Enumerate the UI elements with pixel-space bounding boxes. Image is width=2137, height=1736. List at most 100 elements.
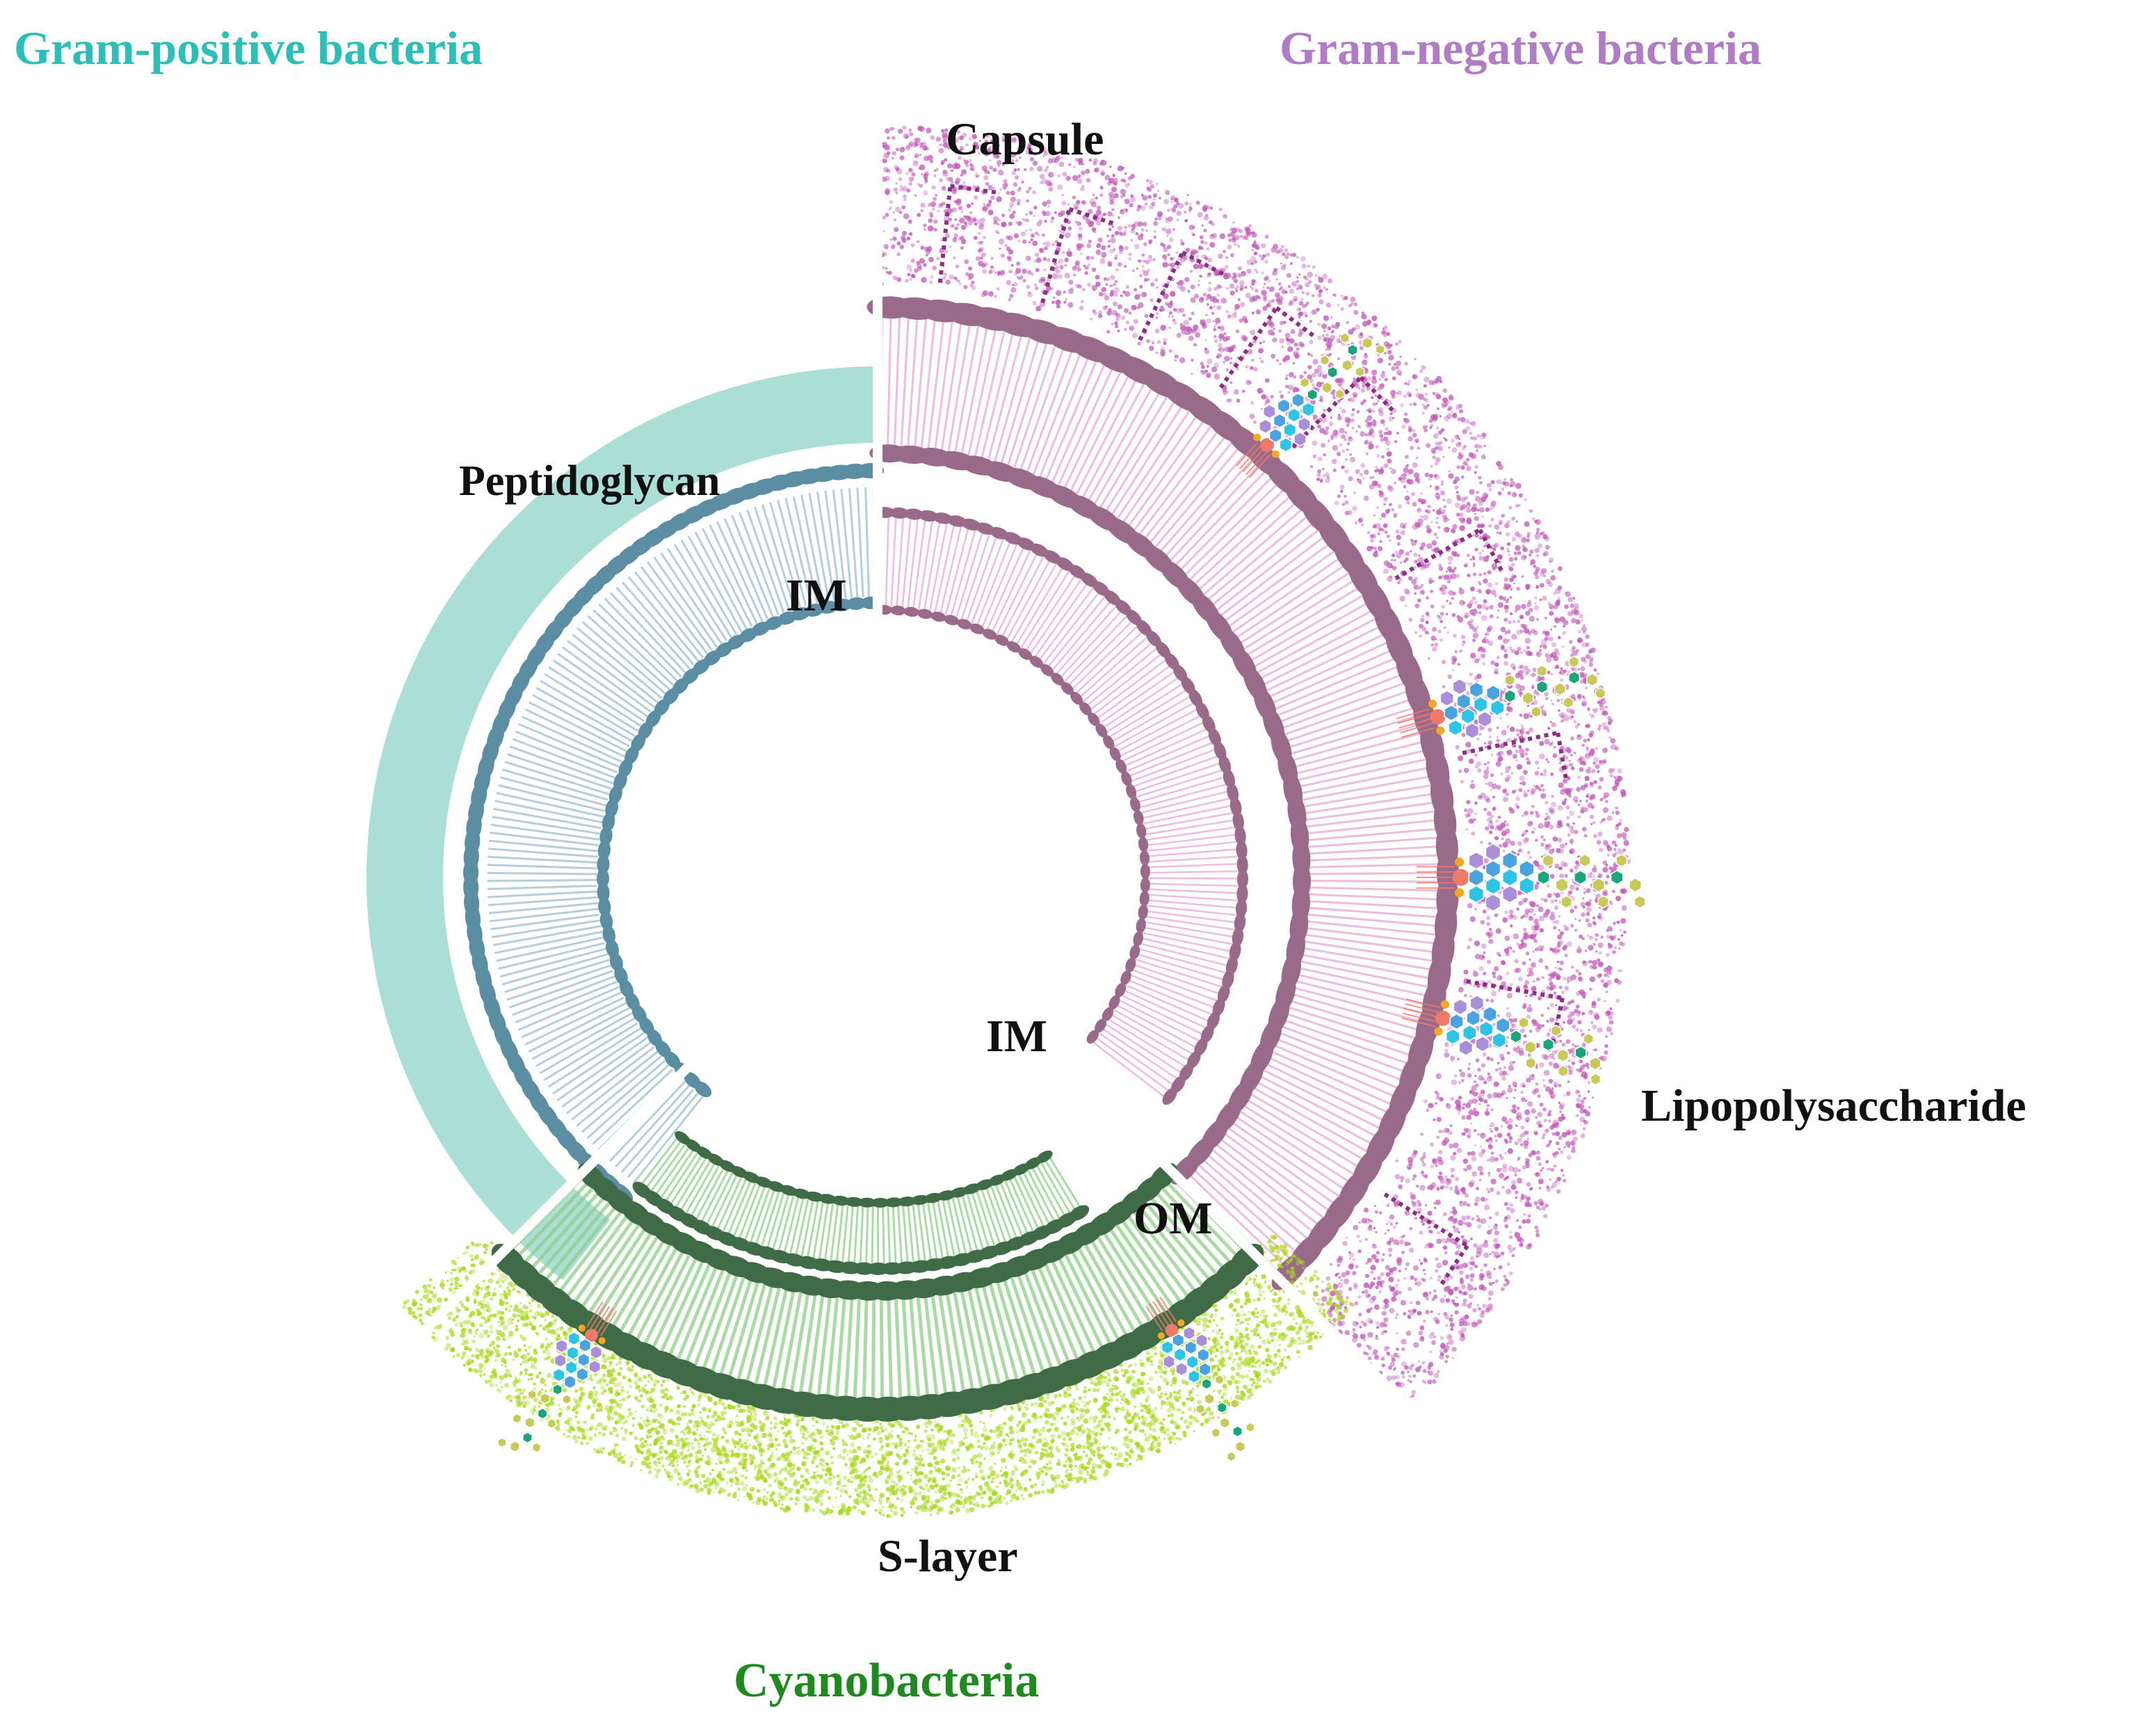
capsule-dot bbox=[1504, 1224, 1509, 1228]
capsule-dot bbox=[1211, 366, 1218, 373]
capsule-dot bbox=[1526, 538, 1530, 542]
capsule-dot bbox=[1434, 462, 1439, 466]
capsule-dot bbox=[892, 136, 896, 140]
capsule-dot bbox=[1420, 1219, 1424, 1224]
capsule-dot bbox=[1334, 501, 1339, 505]
capsule-dot bbox=[1417, 508, 1422, 513]
capsule-dot bbox=[1168, 315, 1170, 318]
capsule-dot bbox=[1374, 394, 1377, 397]
capsule-dot bbox=[1259, 254, 1262, 258]
capsule-dot bbox=[1453, 1302, 1459, 1308]
capsule-dot bbox=[1289, 289, 1295, 294]
capsule-dot bbox=[1590, 1010, 1593, 1013]
capsule-dot bbox=[1385, 530, 1388, 534]
capsule-dot bbox=[1025, 255, 1031, 261]
capsule-dot bbox=[1486, 916, 1491, 920]
capsule-dot bbox=[1149, 259, 1152, 262]
capsule-dot bbox=[1471, 504, 1476, 508]
capsule-dot bbox=[1280, 265, 1287, 270]
capsule-dot bbox=[1503, 660, 1509, 666]
capsule-dot bbox=[1255, 289, 1259, 293]
capsule-dot bbox=[1454, 1074, 1458, 1078]
capsule-dot bbox=[1373, 419, 1376, 422]
capsule-dot bbox=[1096, 243, 1102, 248]
capsule-dot bbox=[1226, 286, 1229, 290]
gp-lipid-tail bbox=[502, 768, 608, 801]
capsule-dot bbox=[1451, 1299, 1455, 1304]
capsule-dot bbox=[1419, 1365, 1422, 1368]
capsule-dot bbox=[1465, 1274, 1470, 1279]
capsule-dot bbox=[894, 218, 896, 222]
capsule-dot bbox=[1086, 243, 1092, 249]
capsule-dot bbox=[1591, 959, 1598, 966]
capsule-dot bbox=[1479, 1097, 1485, 1103]
capsule-dot bbox=[1323, 330, 1326, 332]
capsule-dot bbox=[1507, 1087, 1513, 1093]
capsule-dot bbox=[1391, 469, 1396, 474]
capsule-dot bbox=[1519, 1243, 1523, 1247]
capsule-dot bbox=[1165, 190, 1170, 195]
capsule-dot bbox=[1108, 240, 1111, 243]
capsule-dot bbox=[1460, 1333, 1465, 1338]
capsule-dot bbox=[1518, 900, 1523, 906]
capsule-dot bbox=[1504, 1151, 1507, 1154]
capsule-dot bbox=[1011, 170, 1016, 176]
capsule-dot bbox=[1056, 269, 1061, 274]
capsule-dot bbox=[1561, 720, 1563, 723]
capsule-dot bbox=[892, 243, 896, 248]
capsule-dot bbox=[1493, 966, 1499, 972]
capsule-dot bbox=[1143, 260, 1145, 263]
capsule-dot bbox=[1177, 283, 1183, 289]
capsule-dot bbox=[1348, 476, 1353, 482]
capsule-dot bbox=[1437, 629, 1442, 634]
capsule-dot bbox=[1293, 375, 1297, 379]
capsule-dot bbox=[1535, 553, 1540, 558]
capsule-dot bbox=[1602, 710, 1606, 715]
capsule-dot bbox=[1355, 430, 1358, 432]
capsule-dot bbox=[929, 227, 933, 232]
capsule-dot bbox=[1282, 321, 1287, 325]
capsule-dot bbox=[1425, 631, 1430, 635]
capsule-dot bbox=[1045, 211, 1051, 217]
capsule-dot bbox=[1578, 972, 1582, 976]
capsule-dot bbox=[1530, 788, 1536, 794]
capsule-dot bbox=[1533, 571, 1538, 576]
capsule-dot bbox=[1090, 255, 1095, 260]
capsule-dot bbox=[1526, 760, 1531, 765]
capsule-dot bbox=[1506, 1007, 1509, 1009]
capsule-dot bbox=[1517, 1046, 1520, 1049]
capsule-dot bbox=[1505, 838, 1511, 844]
capsule-dot bbox=[1470, 1122, 1473, 1125]
capsule-dot bbox=[1378, 407, 1384, 413]
capsule-dot bbox=[1507, 1073, 1510, 1076]
capsule-dot bbox=[1591, 768, 1596, 774]
capsule-dot bbox=[1125, 321, 1130, 325]
capsule-dot bbox=[1499, 698, 1503, 701]
capsule-dot bbox=[1478, 1178, 1482, 1182]
capsule-dot bbox=[1588, 1028, 1590, 1032]
capsule-dot bbox=[1487, 640, 1494, 646]
capsule-dot bbox=[1469, 1180, 1476, 1186]
capsule-dot bbox=[1565, 1091, 1571, 1096]
capsule-dot bbox=[1474, 533, 1479, 538]
capsule-dot bbox=[1408, 617, 1413, 622]
capsule-dot bbox=[1580, 666, 1586, 672]
capsule-dot bbox=[932, 266, 937, 270]
capsule-dot bbox=[1605, 1010, 1611, 1016]
capsule-dot bbox=[1063, 291, 1066, 293]
capsule-dot bbox=[1606, 1026, 1613, 1032]
capsule-dot bbox=[1504, 1278, 1508, 1282]
capsule-dot bbox=[1496, 656, 1500, 660]
capsule-dot bbox=[1526, 532, 1531, 536]
capsule-dot bbox=[1021, 180, 1024, 184]
capsule-dot bbox=[1399, 596, 1405, 602]
capsule-dot bbox=[1519, 735, 1524, 739]
capsule-dot bbox=[1337, 415, 1342, 421]
capsule-dot bbox=[1485, 1270, 1492, 1276]
capsule-dot bbox=[1395, 1374, 1400, 1379]
capsule-dot bbox=[935, 194, 937, 197]
capsule-dot bbox=[1393, 1368, 1396, 1371]
capsule-dot bbox=[896, 167, 900, 170]
capsule-dot bbox=[1500, 772, 1503, 776]
capsule-dot bbox=[1041, 233, 1045, 237]
